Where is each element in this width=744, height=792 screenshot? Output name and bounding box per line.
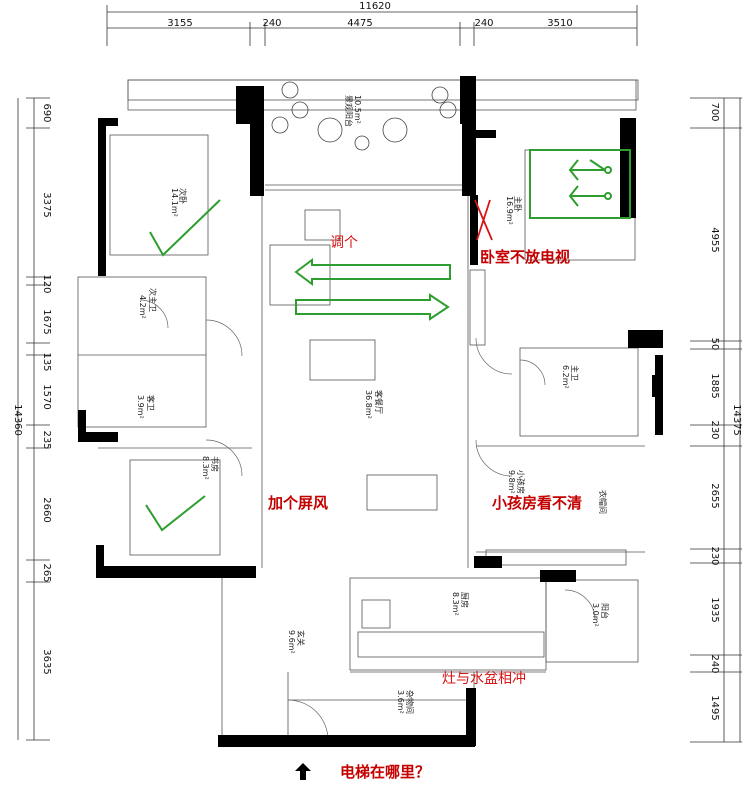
annotation-elevator: 电梯在哪里？: [340, 763, 430, 781]
dim-right-7: 230: [709, 546, 720, 565]
room-landscape-balcony-name: 景观阳台: [344, 95, 354, 127]
dim-right-10: 1495: [709, 695, 720, 720]
dim-left-3: 120: [41, 274, 52, 293]
annotation-stove-sink: 灶与水盆相冲: [442, 671, 526, 687]
annotation-screen: 加个屏风: [267, 494, 328, 512]
room-living-dining-area: 36.8m²: [364, 390, 373, 419]
dim-top-total: 11620: [359, 1, 391, 12]
annotation-kids-unclear: 小孩房看不清: [492, 494, 582, 512]
room-study-area: 8.3m²: [201, 456, 210, 480]
dim-left-9: 265: [41, 563, 52, 582]
room-kids-room-name: 小孩房: [516, 470, 526, 494]
door-arcs: [139, 299, 596, 741]
room-service-balcony-name: 阳台: [600, 603, 610, 619]
dim-left-1: 690: [41, 103, 52, 122]
room-service-balcony-area: 3.0m²: [591, 603, 600, 627]
dim-left-total: 14360: [12, 404, 23, 436]
room-master-bath-area: 6.2m²: [561, 365, 570, 389]
room-second-bath-name: 次主卫: [148, 288, 158, 312]
dim-left-4: 1675: [41, 309, 52, 334]
annotation-no-tv: 卧室不放电视: [480, 248, 570, 266]
room-walk-in-name: 衣帽间: [598, 490, 608, 514]
dim-right-3: 50: [709, 338, 720, 351]
dim-top-1: 3155: [167, 18, 192, 29]
room-landscape-balcony-area: 10.5m²: [353, 95, 362, 124]
room-kids-room-area: 9.8m²: [507, 470, 516, 494]
dim-top-4: 240: [474, 18, 493, 29]
dim-top-5: 3510: [547, 18, 572, 29]
dim-left-7: 235: [41, 430, 52, 449]
room-storage-name: 杂物间: [405, 690, 415, 714]
room-kitchen-name: 厨房: [460, 592, 470, 608]
dim-right-4: 1885: [709, 373, 720, 398]
dim-left-5: 135: [41, 352, 52, 371]
room-master-bedroom-name: 主卧: [513, 196, 523, 212]
room-second-bedroom-name: 次卧: [178, 188, 188, 204]
left-dimension-group: [17, 97, 50, 741]
dim-right-5: 230: [709, 420, 720, 439]
dim-left-6: 1570: [41, 384, 52, 409]
dim-left-8: 2660: [41, 497, 52, 522]
dim-right-8: 1935: [709, 597, 720, 622]
checkmark-second-bedroom: [149, 199, 221, 257]
room-storage-area: 3.6m²: [396, 690, 405, 714]
dim-right-6: 2655: [709, 483, 720, 508]
dim-left-2: 3375: [41, 192, 52, 217]
right-dimension-group: [690, 97, 742, 743]
dim-right-1: 700: [709, 102, 720, 121]
room-foyer-name: 玄关: [296, 630, 306, 646]
room-master-bath-name: 主卫: [570, 365, 580, 381]
green-markups: [145, 149, 631, 532]
annotation-swap: 调个: [330, 235, 358, 251]
interior-lines: [77, 79, 645, 742]
dim-top-3: 4475: [347, 18, 372, 29]
room-foyer-area: 9.6m²: [287, 630, 296, 654]
room-kitchen-area: 8.3m²: [451, 592, 460, 616]
top-dimension-group: [106, 5, 638, 46]
dim-right-total: 14375: [731, 404, 742, 436]
balcony-furniture: [271, 81, 457, 151]
room-master-bedroom-area: 16.9m²: [505, 196, 514, 225]
room-guest-bath-area: 3.9m²: [136, 395, 145, 419]
dim-right-2: 4955: [709, 227, 720, 252]
dim-left-10: 3635: [41, 649, 52, 674]
room-guest-bath-name: 客卫: [146, 395, 156, 411]
red-x-mark: [474, 199, 493, 241]
room-living-dining-name: 客餐厅: [374, 390, 384, 414]
master-bed-box: [529, 149, 631, 219]
dim-right-9: 240: [709, 654, 720, 673]
entry-arrow-icon: [295, 763, 311, 780]
room-second-bath-area: 4.2m²: [138, 295, 147, 319]
walls: [78, 76, 663, 747]
room-second-bedroom-area: 14.1m²: [170, 188, 179, 217]
room-study-name: 书房: [210, 456, 220, 472]
dim-top-2: 240: [262, 18, 281, 29]
swap-arrow-right: [295, 293, 450, 321]
checkmark-study: [145, 495, 206, 532]
swap-arrow-left: [294, 258, 451, 286]
